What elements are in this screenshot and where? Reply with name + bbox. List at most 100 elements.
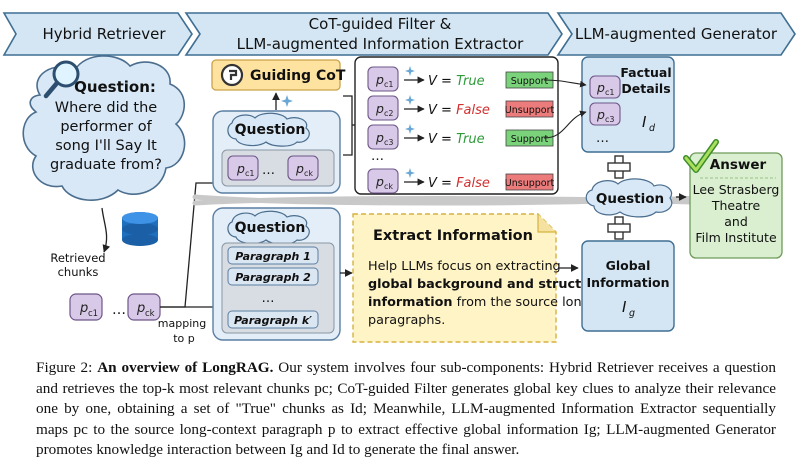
answer-box: Answer Lee Strasberg Theatre and Film In…	[683, 139, 783, 259]
chunk-symbol: p	[375, 130, 384, 145]
chunk-subscript: c3	[384, 138, 394, 147]
chunk-subscript: c3	[605, 115, 615, 124]
factual-symbol: I	[642, 113, 647, 131]
chunk-symbol: p	[596, 107, 605, 122]
magnifier-icon	[43, 60, 80, 99]
chunk-subscript: ck	[384, 182, 393, 191]
extract-text: Help LLMs focus on extracting	[368, 259, 561, 274]
banner-retriever-label: Hybrid Retriever	[43, 25, 167, 43]
sparkle-icon	[405, 168, 415, 178]
extract-information-note: Extract Information Help LLMs focus on e…	[352, 213, 610, 343]
sparkle-icon	[405, 66, 415, 76]
extract-text-bold: information	[368, 295, 453, 310]
sparkle-icon	[405, 124, 415, 134]
generator-question-label: Question	[596, 191, 664, 207]
eval-chunk	[367, 95, 399, 121]
sparkle-icon	[405, 95, 415, 105]
question-cloud-line: Where did the	[55, 100, 158, 116]
chunk-symbol: p	[136, 301, 145, 316]
longrag-diagram: Hybrid Retriever CoT-guided Filter & LLM…	[2, 12, 796, 345]
paragraph-label: Paragraph 1	[235, 250, 311, 263]
eval-verdict: V = True	[428, 132, 485, 147]
extract-title: Extract Information	[373, 228, 533, 244]
extractor-panel: Question Paragraph 1 Paragraph 2 … Paragrap…	[212, 207, 341, 341]
chunk-symbol: p	[375, 101, 384, 116]
eval-verdict: V = True	[428, 74, 485, 89]
chunk-subscript: c1	[605, 88, 615, 97]
paragraph-label: Paragraph k′	[234, 314, 312, 327]
question-cloud: Question: Where did the performer of son…	[22, 55, 186, 201]
factual-chunk	[589, 75, 621, 99]
factual-label: Details	[621, 81, 670, 96]
chunk-subscript: c1	[88, 309, 98, 319]
retrieved-label: Retrieved	[50, 251, 105, 265]
mapping-label: mapping	[158, 317, 206, 330]
chunk-symbol: p	[236, 161, 245, 176]
answer-line: Film Institute	[695, 230, 777, 245]
chunk-subscript: ck	[145, 309, 155, 319]
caption-title: An overview of LongRAG.	[97, 359, 274, 376]
retrieved-chunk-first: p c1	[69, 293, 103, 321]
chunk-subscript: c1	[245, 169, 255, 178]
tag-label: Unsupport	[505, 178, 555, 189]
question-cloud-line: song I'll Say It	[55, 138, 157, 154]
unsupport-tag	[505, 100, 554, 118]
plus-icon	[607, 155, 631, 179]
question-cloud-line: performer of	[60, 119, 152, 135]
question-cloud-label: Question:	[74, 78, 156, 96]
plus-icon	[607, 216, 631, 240]
paragraph-item	[227, 246, 319, 265]
question-cloud-line: graduate from?	[50, 157, 162, 173]
chunk-symbol: p	[375, 72, 384, 87]
banner-filter-line2: LLM-augmented Information Extractor	[237, 35, 525, 53]
retrieved-ellipsis: …	[112, 302, 126, 318]
chunk-symbol: p	[295, 161, 304, 176]
figure-caption: Figure 2: An overview of LongRAG. Our sy…	[36, 358, 776, 461]
global-label: Information	[587, 275, 670, 290]
paragraph-label: Paragraph 2	[235, 271, 311, 284]
filter-chunk-ellipsis: …	[262, 163, 275, 178]
answer-line: Lee Strasberg	[693, 182, 780, 197]
factual-ellipsis: …	[596, 131, 609, 146]
tag-label: Support	[511, 134, 549, 145]
eval-verdict: V = False	[428, 103, 490, 118]
guide-icon	[220, 63, 244, 87]
mapping-label: to p	[173, 332, 195, 345]
chunk-subscript: ck	[304, 169, 313, 178]
caption-body: Our system involves four sub-components:…	[36, 359, 776, 458]
chunk-symbol: p	[79, 301, 88, 316]
answer-title: Answer	[710, 157, 767, 173]
generator-question-cloud: Question	[585, 178, 673, 218]
chunk-subscript: c1	[384, 80, 394, 89]
filter-question-panel: Question p c1 … p ck	[212, 110, 341, 194]
chunk-subscript: c2	[384, 109, 394, 118]
chunk-symbol: p	[596, 80, 605, 95]
eval-chunk	[367, 124, 399, 150]
caption-prefix: Figure 2:	[36, 359, 98, 376]
eval-chunk	[367, 168, 399, 194]
retrieved-label: chunks	[58, 265, 99, 279]
extract-text-line3: information from the source long	[368, 295, 590, 310]
paragraph-item	[227, 267, 319, 286]
tag-label: Unsupport	[505, 105, 555, 116]
retrieved-chunk-last: p ck	[127, 293, 161, 321]
answer-line: Theatre	[711, 198, 761, 213]
database-icon	[122, 212, 158, 246]
paragraph-item	[227, 310, 319, 329]
tag-label: Support	[511, 76, 549, 87]
factual-label: Factual	[620, 65, 671, 80]
extractor-question-label: Question	[235, 220, 306, 236]
paragraph-ellipsis: …	[262, 291, 275, 306]
extract-text: paragraphs.	[368, 313, 445, 328]
unsupport-tag	[505, 173, 554, 191]
eval-verdict: V = False	[428, 176, 490, 191]
factual-symbol-subscript: d	[649, 123, 656, 134]
banner-retriever: Hybrid Retriever	[2, 12, 193, 56]
support-tag	[505, 129, 554, 147]
guiding-cot: Guiding CoT	[211, 59, 346, 91]
